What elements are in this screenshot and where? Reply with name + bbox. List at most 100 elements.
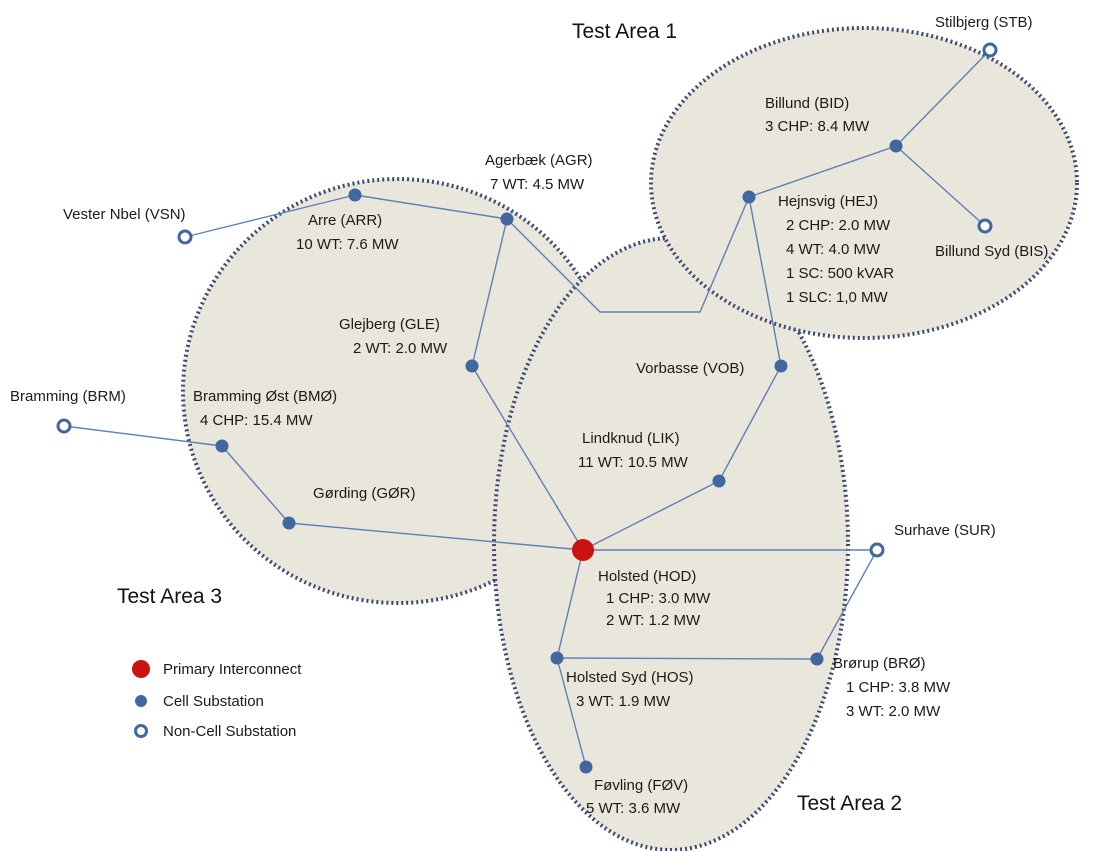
label-bid-capacity: 3 CHP: 8.4 MW — [765, 118, 870, 135]
label-bmo: Bramming Øst (BMØ) 4 CHP: 15.4 MW — [193, 388, 341, 429]
label-brm: Bramming (BRM) — [10, 388, 126, 405]
test-area-1-region — [649, 26, 1079, 340]
label-stb: Stilbjerg (STB) — [935, 14, 1033, 31]
line-lik-hod — [582, 480, 720, 551]
label-hod-wt: 2 WT: 1.2 MW — [606, 612, 701, 629]
label-hej-wt: 4 WT: 4.0 MW — [786, 241, 881, 258]
label-vob: Vorbasse (VOB) — [636, 360, 744, 377]
line-gle-hod — [471, 365, 584, 551]
label-fov-name: Føvling (FØV) — [594, 777, 688, 794]
substation-labels: Stilbjerg (STB) Billund (BID) 3 CHP: 8.4… — [10, 14, 1048, 817]
area-titles: Test Area 1 Test Area 2 Test Area 3 — [117, 20, 902, 815]
label-lik: Lindknud (LIK) 11 WT: 10.5 MW — [578, 430, 689, 471]
label-vsn: Vester Nbel (VSN) — [63, 206, 186, 223]
legend-non-cell-label: Non-Cell Substation — [163, 723, 296, 740]
line-hos-fov — [556, 657, 587, 768]
node-brm — [56, 418, 72, 434]
label-bro-wt: 3 WT: 2.0 MW — [846, 703, 941, 720]
legend-primary-label: Primary Interconnect — [163, 661, 302, 678]
label-arr: Arre (ARR) 10 WT: 7.6 MW — [296, 212, 399, 253]
label-fov: Føvling (FØV) 5 WT: 3.6 MW — [586, 777, 692, 817]
label-sur-line: Surhave (SUR) — [894, 522, 996, 539]
test-area-1-title: Test Area 1 — [572, 20, 677, 43]
node-vsn — [177, 229, 193, 245]
label-bro: Brørup (BRØ) 1 CHP: 3.8 MW 3 WT: 2.0 MW — [833, 655, 954, 720]
label-hej-chp: 2 CHP: 2.0 MW — [786, 217, 891, 234]
legend-primary-icon — [132, 660, 150, 678]
label-gle-capacity: 2 WT: 2.0 MW — [353, 340, 448, 357]
label-bis: Billund Syd (BIS) — [935, 243, 1048, 260]
label-gor-line: Gørding (GØR) — [313, 485, 416, 502]
node-stb — [982, 42, 998, 58]
label-hod: Holsted (HOD) 1 CHP: 3.0 MW 2 WT: 1.2 MW — [598, 568, 714, 629]
line-agr-hej — [506, 196, 750, 313]
label-hej-slc: 1 SLC: 1,0 MW — [786, 289, 889, 306]
label-bro-name: Brørup (BRØ) — [833, 655, 926, 672]
node-gle — [465, 359, 479, 373]
node-hos — [550, 651, 564, 665]
label-agr: Agerbæk (AGR) 7 WT: 4.5 MW — [485, 152, 597, 193]
line-hej-vob — [748, 196, 782, 367]
label-vsn-line: Vester Nbel (VSN) — [63, 206, 186, 223]
label-gle: Glejberg (GLE) 2 WT: 2.0 MW — [339, 316, 448, 357]
label-bid-name: Billund (BID) — [765, 95, 849, 112]
label-arr-capacity: 10 WT: 7.6 MW — [296, 236, 399, 253]
label-arr-name: Arre (ARR) — [308, 212, 382, 229]
node-sur — [869, 542, 885, 558]
node-fov — [579, 760, 593, 774]
line-brm-bmo — [63, 425, 223, 447]
substation-nodes — [56, 42, 998, 774]
test-areas — [181, 26, 1079, 851]
label-bis-line: Billund Syd (BIS) — [935, 243, 1048, 260]
label-bro-chp: 1 CHP: 3.8 MW — [846, 679, 951, 696]
label-hod-name: Holsted (HOD) — [598, 568, 696, 585]
line-vsn-arr — [184, 194, 356, 238]
node-bro — [810, 652, 824, 666]
label-bmo-name: Bramming Øst (BMØ) — [193, 388, 337, 405]
line-agr-gle — [471, 218, 508, 367]
label-vob-line: Vorbasse (VOB) — [636, 360, 744, 377]
node-agr — [500, 212, 514, 226]
label-agr-name: Agerbæk (AGR) — [485, 152, 593, 169]
node-arr — [348, 188, 362, 202]
label-hej-sc: 1 SC: 500 kVAR — [786, 265, 894, 282]
line-stb-bid — [895, 49, 991, 147]
test-area-3-title: Test Area 3 — [117, 585, 222, 608]
label-hod-chp: 1 CHP: 3.0 MW — [606, 590, 711, 607]
node-bis — [977, 218, 993, 234]
legend-cell-label: Cell Substation — [163, 693, 264, 710]
label-lik-capacity: 11 WT: 10.5 MW — [578, 454, 689, 471]
line-vob-lik — [718, 365, 782, 482]
line-arr-agr — [354, 194, 508, 220]
label-fov-capacity: 5 WT: 3.6 MW — [586, 800, 681, 817]
node-gor — [282, 516, 296, 530]
label-hos: Holsted Syd (HOS) 3 WT: 1.9 MW — [566, 669, 698, 710]
line-hod-hos — [556, 549, 584, 659]
legend-cell-icon — [135, 695, 147, 707]
test-area-2-region — [492, 236, 850, 851]
label-bmo-capacity: 4 CHP: 15.4 MW — [200, 412, 313, 429]
label-hej: Hejnsvig (HEJ) 2 CHP: 2.0 MW 4 WT: 4.0 M… — [778, 193, 898, 306]
label-agr-capacity: 7 WT: 4.5 MW — [490, 176, 585, 193]
label-bid: Billund (BID) 3 CHP: 8.4 MW — [765, 95, 870, 135]
legend: Primary Interconnect Cell Substation Non… — [132, 660, 302, 740]
line-bid-bis — [895, 145, 986, 227]
node-bid — [889, 139, 903, 153]
connection-lines — [63, 49, 991, 768]
line-bmo-gor — [221, 445, 290, 524]
node-hod — [572, 539, 594, 561]
node-lik — [712, 474, 726, 488]
label-gor: Gørding (GØR) — [313, 485, 416, 502]
label-sur: Surhave (SUR) — [894, 522, 996, 539]
label-lik-name: Lindknud (LIK) — [582, 430, 680, 447]
node-bmo — [215, 439, 229, 453]
label-stb-line: Stilbjerg (STB) — [935, 14, 1033, 31]
test-area-2-title: Test Area 2 — [797, 792, 902, 815]
label-gle-name: Glejberg (GLE) — [339, 316, 440, 333]
line-gor-hod — [288, 522, 584, 551]
node-hej — [742, 190, 756, 204]
line-hos-bro — [556, 657, 818, 660]
label-hej-name: Hejnsvig (HEJ) — [778, 193, 878, 210]
label-brm-line: Bramming (BRM) — [10, 388, 126, 405]
